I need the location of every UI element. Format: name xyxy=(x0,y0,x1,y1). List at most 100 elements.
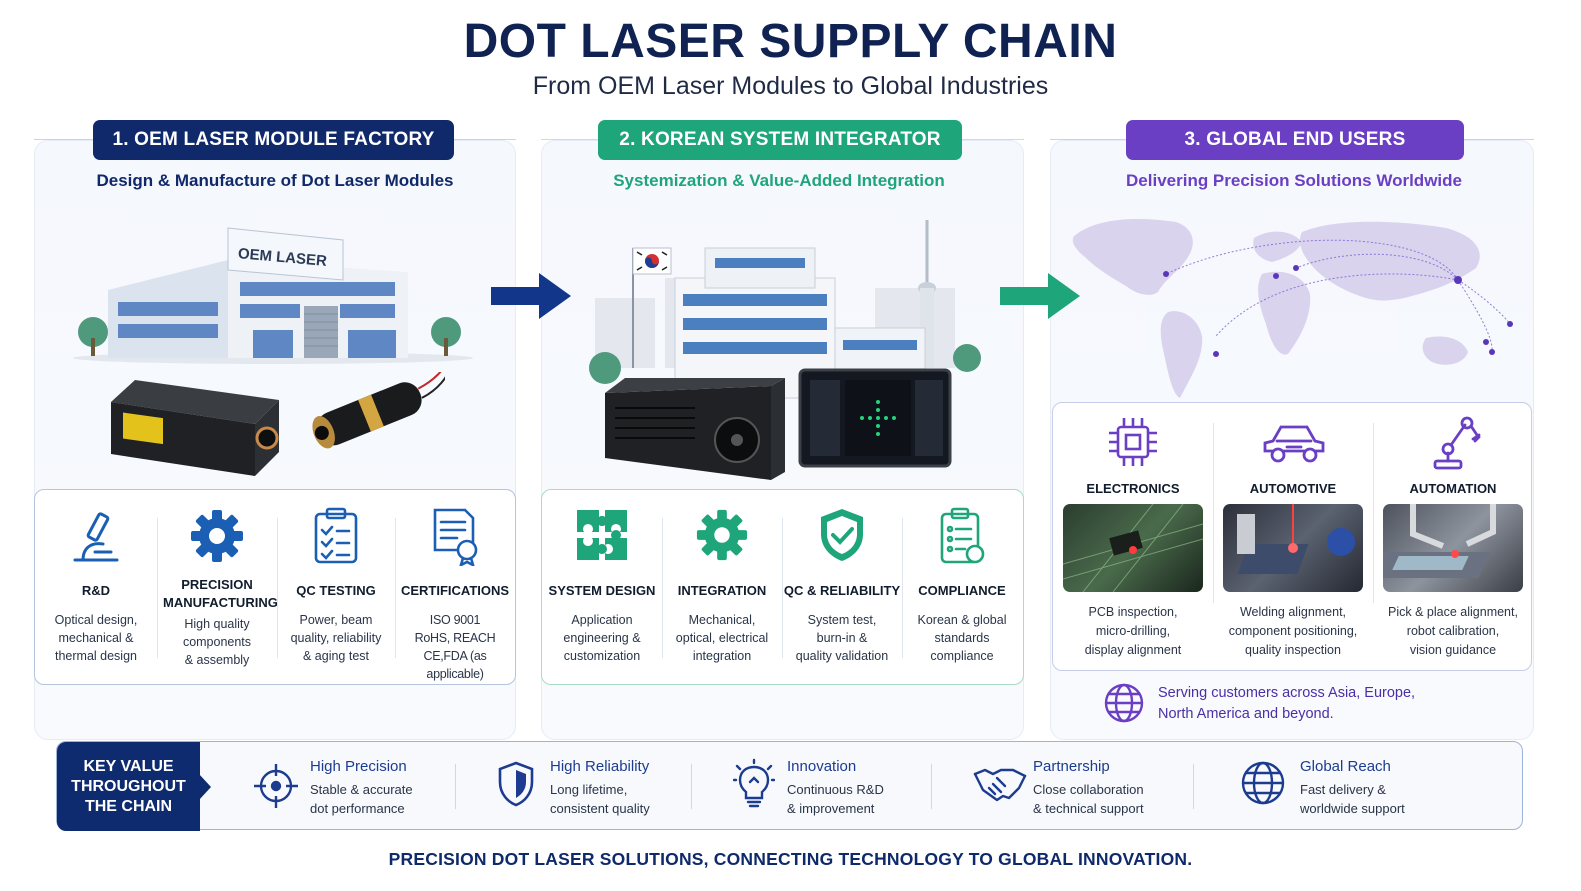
crosshair-icon xyxy=(254,764,298,808)
feature-qc-reliability-desc: System test, burn-in & quality validatio… xyxy=(795,613,889,663)
gear-icon xyxy=(696,509,748,561)
feature-divider xyxy=(662,518,663,658)
feature-rd-desc: Optical design, mechanical & thermal des… xyxy=(54,613,138,663)
key-value-badge: KEY VALUE THROUGHOUT THE CHAIN xyxy=(57,742,200,831)
stage-2-features: SYSTEM DESIGN Application engineering & … xyxy=(541,489,1024,685)
feature-system-design-label: SYSTEM DESIGN xyxy=(548,583,656,598)
feature-precision-label: PRECISION MANUFACTURING xyxy=(163,577,278,610)
industry-divider xyxy=(1213,423,1214,603)
stage-2-tagline: Systemization & Value-Added Integration xyxy=(613,171,945,190)
key-value-high-precision: High Precision Stable & accurate dot per… xyxy=(250,742,480,831)
feature-precision-desc: High quality components & assembly xyxy=(182,617,252,667)
feature-compliance-label: COMPLIANCE xyxy=(918,583,1006,598)
feature-certifications-label: CERTIFICATIONS xyxy=(400,583,510,598)
feature-compliance-desc: Korean & global standards compliance xyxy=(917,613,1007,663)
serving-customers-text: Serving customers across Asia, Europe, N… xyxy=(1158,685,1416,722)
industry-electronics-desc: PCB inspection, micro-drilling, display … xyxy=(1084,605,1182,657)
industry-divider xyxy=(1373,423,1374,603)
feature-certifications: CERTIFICATIONS ISO 9001 RoHS, REACH CE,F… xyxy=(395,490,515,686)
stage-1-label: 1. OEM LASER MODULE FACTORY xyxy=(93,120,454,160)
badge-arrow-tip xyxy=(199,774,211,800)
globe-icon xyxy=(1104,683,1144,723)
feature-divider xyxy=(395,518,396,658)
feature-divider xyxy=(277,518,278,658)
robot-arm-icon xyxy=(1433,416,1481,470)
industries-box: ELECTRONICS PCB inspection, micro-drilli… xyxy=(1052,402,1532,671)
high-precision-desc: Stable & accurate dot performance xyxy=(310,782,413,816)
korean-integrator-illustration xyxy=(589,220,981,480)
oem-factory-illustration: OEM LASER xyxy=(73,227,473,364)
stage-3-label: 3. GLOBAL END USERS xyxy=(1126,120,1464,160)
key-value-divider xyxy=(691,764,692,809)
feature-divider xyxy=(157,518,158,658)
flow-arrow-2 xyxy=(1000,273,1080,319)
feature-rd: R&D Optical design, mechanical & thermal… xyxy=(35,490,157,686)
stage-3-tagline: Delivering Precision Solutions Worldwide xyxy=(1126,171,1462,190)
key-value-divider xyxy=(455,764,456,809)
industry-automation-label: AUTOMATION xyxy=(1409,481,1497,496)
electronics-photo xyxy=(1063,504,1203,592)
handshake-icon xyxy=(973,768,1027,802)
global-reach-title: Global Reach xyxy=(1300,758,1391,775)
feature-divider xyxy=(782,518,783,658)
shield-check-icon xyxy=(821,509,863,561)
feature-system-design-desc: Application engineering & customization xyxy=(563,613,641,663)
partnership-desc: Close collaboration & technical support xyxy=(1033,782,1144,816)
feature-integration-label: INTEGRATION xyxy=(677,583,767,598)
globe-icon xyxy=(1241,761,1285,805)
puzzle-icon xyxy=(577,510,627,560)
checklist-icon xyxy=(314,507,358,564)
automotive-photo xyxy=(1223,504,1363,592)
industry-automation: AUTOMATION Pick & place alignment, robot… xyxy=(1373,403,1533,672)
laser-modules-illustration xyxy=(111,372,445,476)
gear-icon xyxy=(191,510,243,562)
feature-qc-testing-desc: Power, beam quality, reliability & aging… xyxy=(290,613,382,663)
feature-integration-desc: Mechanical, optical, electrical integrat… xyxy=(675,613,769,663)
chip-icon xyxy=(1109,418,1157,466)
industry-electronics: ELECTRONICS PCB inspection, micro-drilli… xyxy=(1053,403,1213,672)
innovation-title: Innovation xyxy=(787,758,857,775)
microscope-icon xyxy=(73,512,119,562)
key-value-innovation: Innovation Continuous R&D & improvement xyxy=(727,742,957,831)
feature-precision-manufacturing: PRECISION MANUFACTURING High quality com… xyxy=(157,490,278,686)
industry-automotive: AUTOMOTIVE Welding alignment, component … xyxy=(1213,403,1373,672)
feature-integration: INTEGRATION Mechanical, optical, electri… xyxy=(662,490,782,686)
feature-qc-testing-label: QC TESTING xyxy=(296,583,376,598)
feature-qc-reliability-label: QC & RELIABILITY xyxy=(783,583,901,598)
compliance-icon xyxy=(940,507,985,564)
footer-tagline: PRECISION DOT LASER SOLUTIONS, CONNECTIN… xyxy=(388,849,1193,869)
partnership-title: Partnership xyxy=(1033,758,1110,775)
certificate-icon xyxy=(433,508,478,566)
car-icon xyxy=(1263,425,1325,463)
feature-system-design: SYSTEM DESIGN Application engineering & … xyxy=(542,490,662,686)
high-reliability-desc: Long lifetime, consistent quality xyxy=(550,782,650,816)
innovation-desc: Continuous R&D & improvement xyxy=(787,782,884,816)
feature-qc-reliability: QC & RELIABILITY System test, burn-in & … xyxy=(782,490,902,686)
key-value-divider xyxy=(1193,764,1194,809)
automation-photo xyxy=(1383,504,1523,592)
world-map-illustration xyxy=(1072,218,1513,398)
stage-1-tagline: Design & Manufacture of Dot Laser Module… xyxy=(96,171,454,190)
feature-qc-testing: QC TESTING Power, beam quality, reliabil… xyxy=(277,490,395,686)
stage-1-features: R&D Optical design, mechanical & thermal… xyxy=(34,489,516,685)
feature-certifications-desc: ISO 9001 RoHS, REACH CE,FDA (as applicab… xyxy=(414,613,496,681)
shield-icon xyxy=(498,761,534,807)
global-reach-desc: Fast delivery & worldwide support xyxy=(1300,782,1405,816)
page-subtitle: From OEM Laser Modules to Global Industr… xyxy=(532,72,1049,100)
lightbulb-icon xyxy=(733,758,775,808)
page-title: DOT LASER SUPPLY CHAIN xyxy=(463,15,1118,68)
stage-2-label: 2. KOREAN SYSTEM INTEGRATOR xyxy=(598,120,962,160)
high-precision-title: High Precision xyxy=(310,758,407,775)
high-reliability-title: High Reliability xyxy=(550,758,650,775)
industry-automotive-desc: Welding alignment, component positioning… xyxy=(1228,605,1358,657)
industry-automation-desc: Pick & place alignment, robot calibratio… xyxy=(1388,605,1518,657)
key-value-divider xyxy=(931,764,932,809)
key-value-global-reach: Global Reach Fast delivery & worldwide s… xyxy=(1240,742,1470,831)
key-value-bar: KEY VALUE THROUGHOUT THE CHAIN High Prec… xyxy=(56,741,1523,831)
feature-rd-label: R&D xyxy=(81,583,111,598)
feature-compliance: COMPLIANCE Korean & global standards com… xyxy=(902,490,1022,686)
flow-arrow-1 xyxy=(491,273,571,319)
industry-electronics-label: ELECTRONICS xyxy=(1086,481,1180,496)
key-value-partnership: Partnership Close collaboration & techni… xyxy=(973,742,1213,831)
